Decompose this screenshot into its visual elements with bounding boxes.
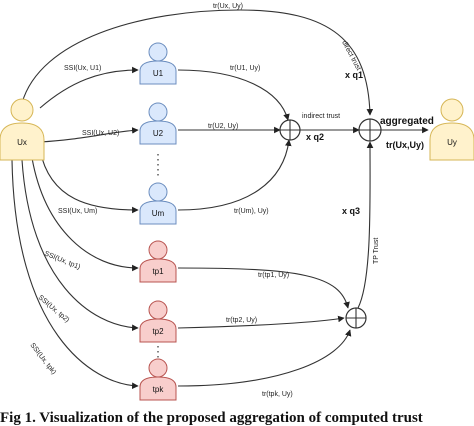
node-uy: Uy xyxy=(429,98,474,161)
node-um: Um xyxy=(139,182,177,225)
node-label: U1 xyxy=(153,69,164,78)
sum-aggregate xyxy=(358,118,382,142)
edge-label-ssi-u2: SSI(Ux, U2) xyxy=(82,130,119,137)
label-tp-trust: TP Trust xyxy=(373,238,380,264)
label-q1: x q1 xyxy=(345,70,363,80)
node-label: Ux xyxy=(17,138,27,147)
edge-ux-u1 xyxy=(39,66,139,109)
node-u2: U2 xyxy=(139,102,177,145)
edge-q3-agg xyxy=(357,141,374,309)
edge-um-q2 xyxy=(177,139,292,211)
edge-ux-tp1 xyxy=(31,157,139,272)
node-tp2: tp2 xyxy=(139,300,177,343)
node-label: tp2 xyxy=(152,327,164,336)
node-ux: Ux xyxy=(0,98,45,161)
edge-ux-um xyxy=(39,149,139,214)
edge-ux-u2 xyxy=(39,127,139,143)
label-indirect-trust: indirect trust xyxy=(302,113,340,120)
person-icon xyxy=(148,300,168,320)
edge-direct xyxy=(21,9,374,116)
sum-tp xyxy=(345,307,367,329)
edge-label-tr-tp1: tr(tp1, Uy) xyxy=(258,272,289,279)
person-icon xyxy=(148,102,168,122)
edge-label-tr-tpk: tr(tpk, Uy) xyxy=(262,391,293,398)
edge-ux-tp2 xyxy=(21,159,139,332)
node-label: Um xyxy=(152,209,165,218)
person-icon xyxy=(148,358,168,378)
node-u1: U1 xyxy=(139,42,177,85)
person-icon xyxy=(10,98,34,122)
label-q2: x q2 xyxy=(306,132,324,142)
edge-ux-tpk xyxy=(11,159,139,390)
node-label: tpk xyxy=(153,385,165,394)
node-label: Uy xyxy=(447,138,457,147)
edge-tp2-q3 xyxy=(177,315,345,329)
node-label: tp1 xyxy=(152,267,164,276)
edge-label-ssi-um: SSI(Ux, Um) xyxy=(58,208,97,215)
edge-tp1-q3 xyxy=(177,267,350,309)
person-icon xyxy=(148,42,168,62)
edge-label-ssi-u1: SSI(Ux, U1) xyxy=(64,65,101,72)
edge-label-ssi-tpk: SSI(Ux, tpk) xyxy=(28,342,57,376)
label-direct-trust: direct trust xyxy=(340,40,362,72)
edge-u1-q2 xyxy=(177,69,290,121)
edge-label-tr-tp2: tr(tp2, Uy) xyxy=(226,317,257,324)
edge-tpk-q3 xyxy=(177,329,352,387)
edge-label-tr-um: tr(Um), Uy) xyxy=(234,208,269,215)
figure-caption: Fig 1. Visualization of the proposed agg… xyxy=(0,410,423,426)
label-tr-final: tr(Ux,Uy) xyxy=(386,140,424,150)
label-aggregated: aggregated xyxy=(380,116,434,127)
person-icon xyxy=(440,98,464,122)
node-tp1: tp1 xyxy=(139,240,177,283)
sum-indirect xyxy=(279,119,301,141)
person-icon xyxy=(148,240,168,260)
edge-label-tr-u2: tr(U2, Uy) xyxy=(208,123,238,130)
node-tpk: tpk xyxy=(139,358,177,401)
node-label: U2 xyxy=(153,129,164,138)
edge-label-tr-u1: tr(U1, Uy) xyxy=(230,65,260,72)
edge-label-ssi-tp1: SSI(Ux, tp1) xyxy=(43,250,81,271)
person-icon xyxy=(148,182,168,202)
label-q3: x q3 xyxy=(342,206,360,216)
edge-label-top: tr(Ux, Uy) xyxy=(213,3,243,10)
